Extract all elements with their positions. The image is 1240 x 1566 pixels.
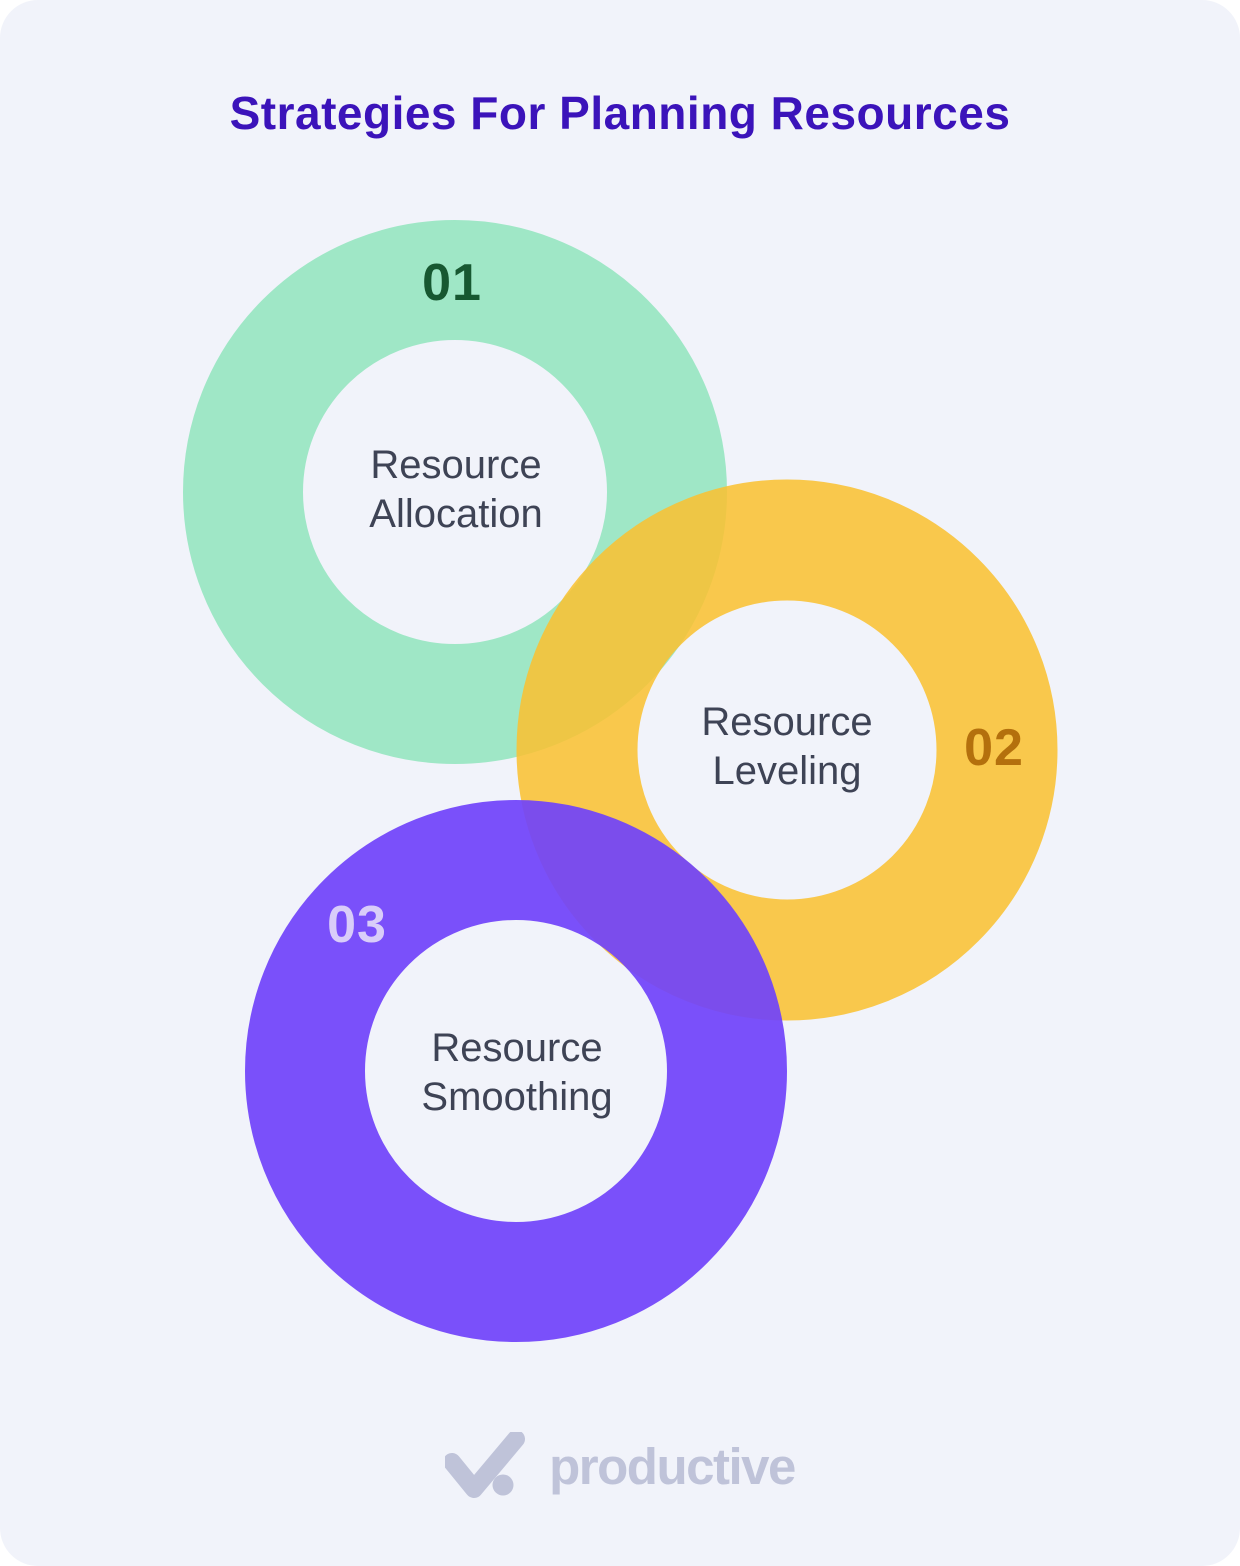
label-line: Leveling xyxy=(712,749,862,793)
ring-resource-leveling xyxy=(516,479,1058,1021)
brand-logo: productive xyxy=(0,1432,1240,1500)
label-resource-leveling: Resource Leveling xyxy=(701,698,872,796)
brand-wordmark: productive xyxy=(549,1437,796,1495)
label-line: Smoothing xyxy=(421,1075,613,1119)
page-title: Strategies For Planning Resources xyxy=(229,87,1011,139)
label-line: Resource xyxy=(431,1026,603,1070)
label-line: Resource xyxy=(701,700,873,744)
ring-resource-smoothing xyxy=(245,800,787,1342)
productive-checkmark-icon xyxy=(445,1432,526,1498)
step-number-01: 01 xyxy=(422,254,482,312)
checkmark-stroke xyxy=(445,1432,526,1498)
step-number-03: 03 xyxy=(327,896,387,954)
step-number-02: 02 xyxy=(964,719,1024,777)
label-line: Resource xyxy=(370,443,542,487)
label-line: Allocation xyxy=(369,492,543,536)
ring-resource-allocation xyxy=(183,220,727,764)
label-resource-smoothing: Resource Smoothing xyxy=(421,1024,612,1122)
checkmark-dot xyxy=(492,1474,514,1496)
label-resource-allocation: Resource Allocation xyxy=(369,441,542,539)
